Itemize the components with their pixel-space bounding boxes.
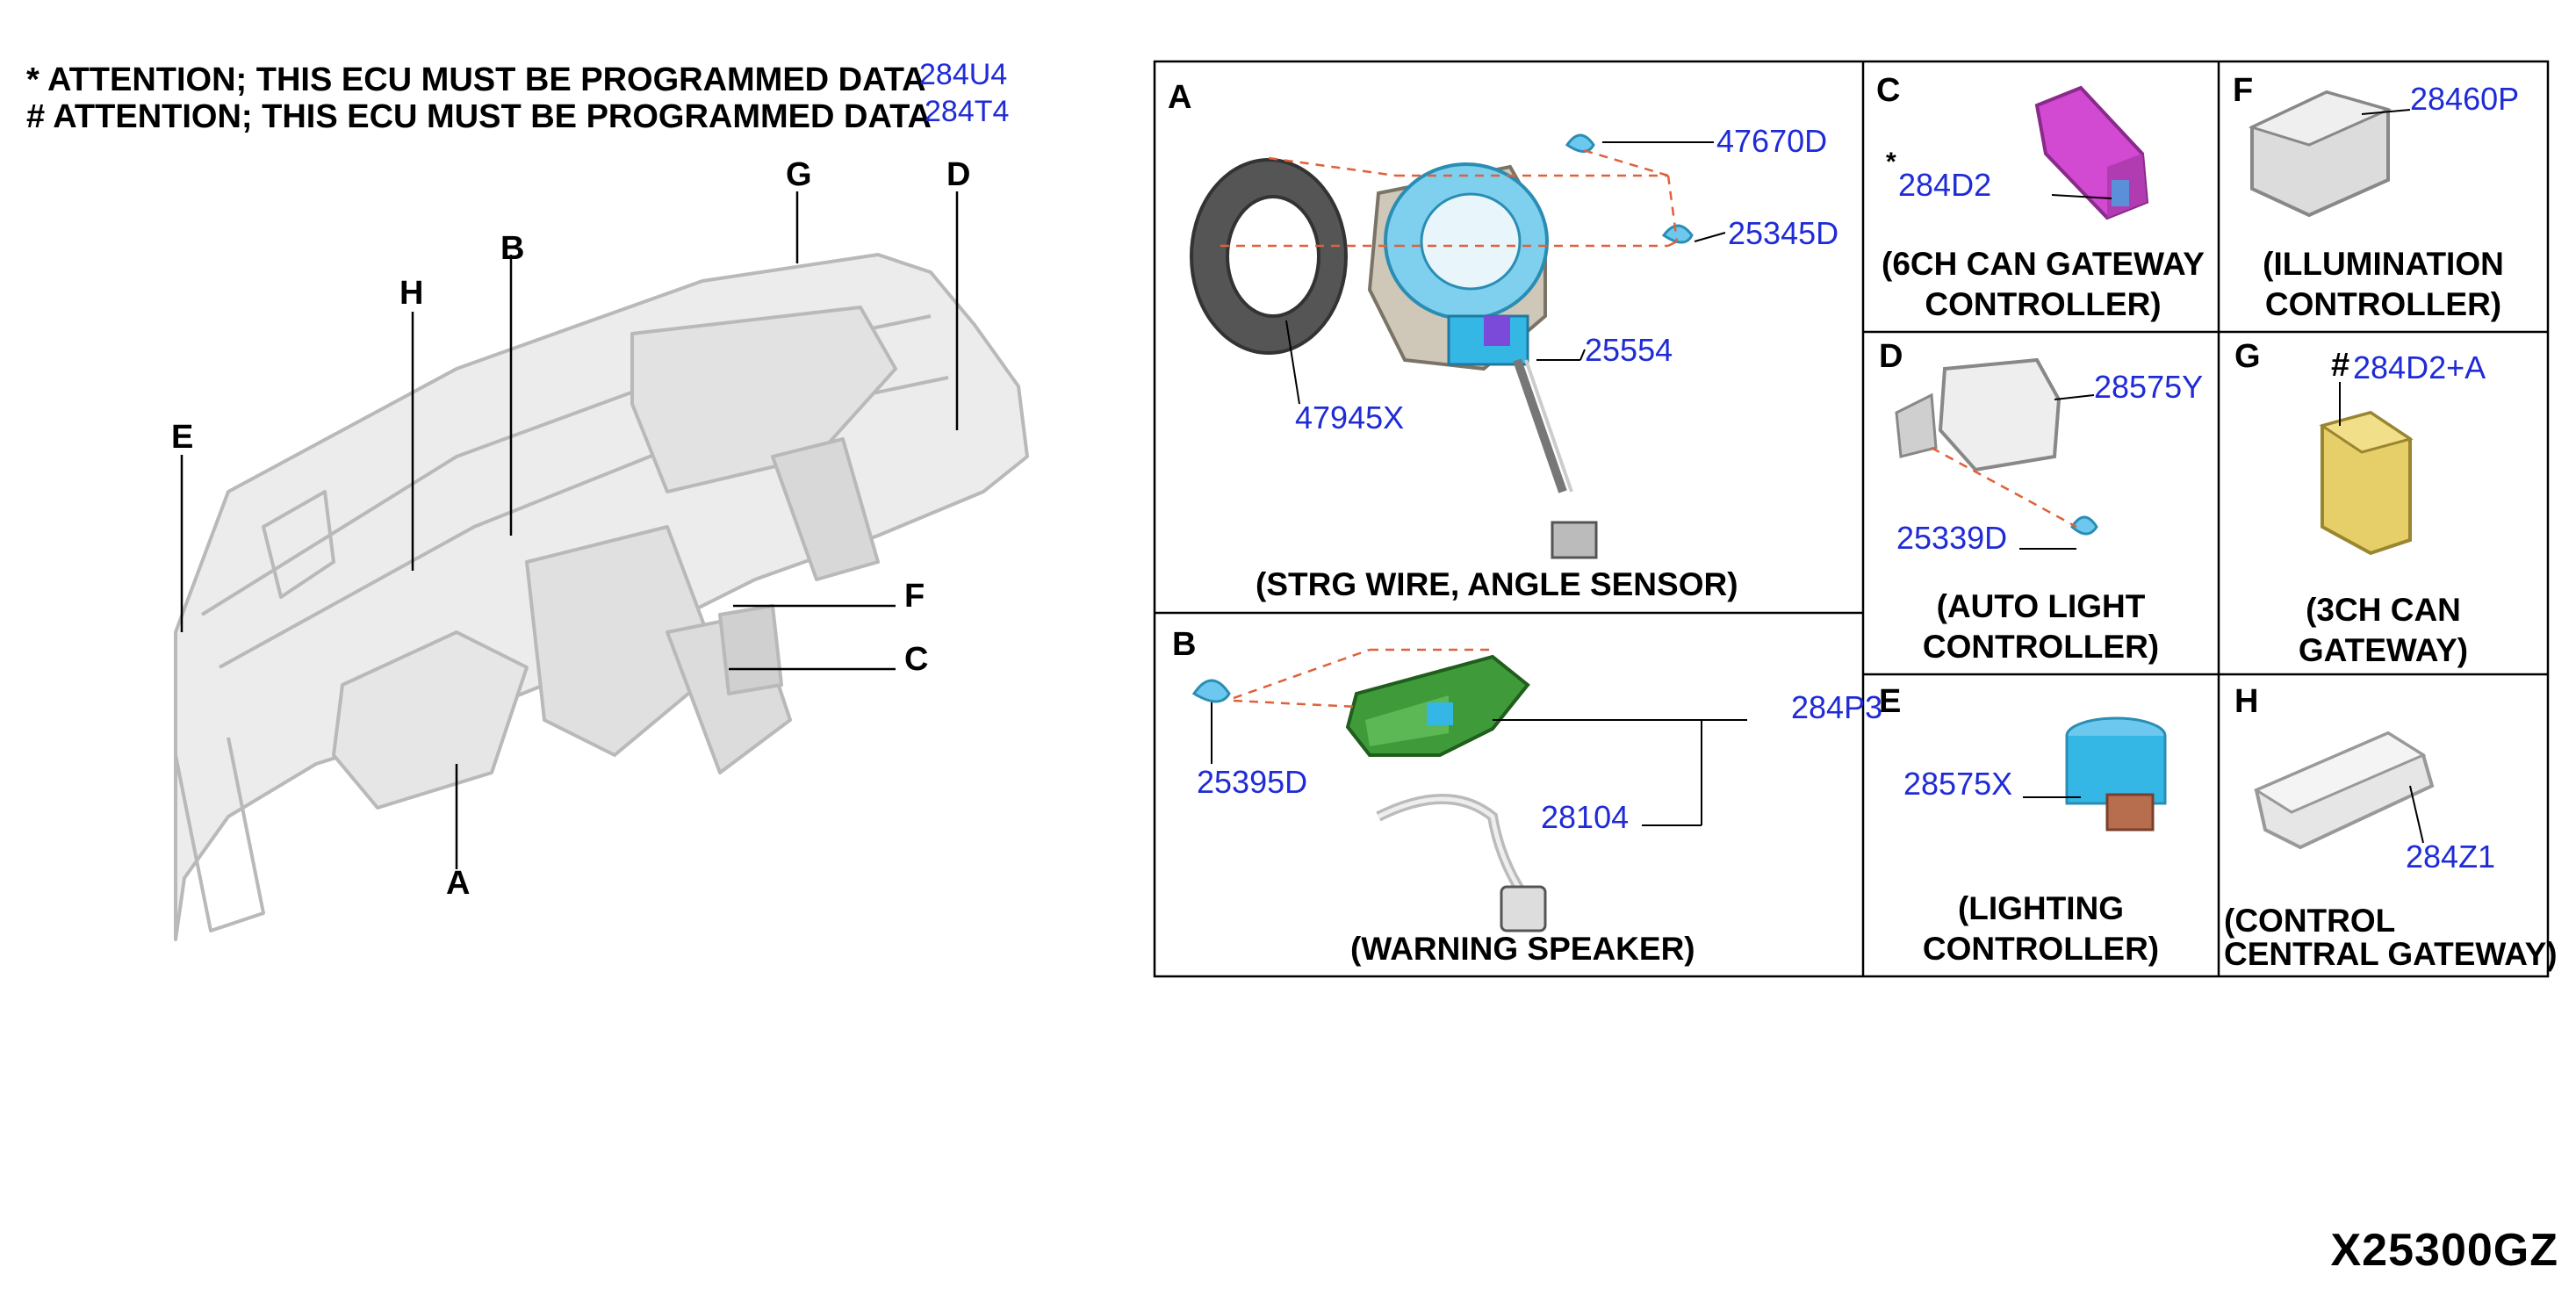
note-hash: # ATTENTION; THIS ECU MUST BE PROGRAMMED…	[26, 95, 1009, 135]
caption-line: (AUTO LIGHT	[1936, 588, 2146, 624]
panel-d-drawing	[1895, 357, 2098, 550]
part-47945x: 47945X	[1295, 400, 1405, 436]
part-25339d: 25339D	[1896, 520, 2008, 556]
caption-line: CONTROLLER)	[1925, 286, 2162, 322]
panel-f-caption: (ILLUMINATION CONTROLLER)	[2219, 244, 2548, 325]
note-marker: #	[26, 98, 46, 135]
panel-c-marker: *	[1886, 148, 1896, 176]
panel-g-letter: G	[2234, 338, 2261, 375]
part-284d2-a: 284D2+A	[2353, 349, 2486, 385]
note-text: ATTENTION; THIS ECU MUST BE PROGRAMMED D…	[53, 98, 932, 135]
panel-g-caption: (3CH CAN GATEWAY)	[2219, 590, 2548, 671]
panel-grid	[1153, 60, 2550, 978]
note-marker: *	[26, 61, 40, 98]
part-47670d: 47670D	[1716, 123, 1828, 159]
callout-h: H	[399, 275, 424, 312]
diagram-id: X25300GZ	[2330, 1225, 2558, 1276]
part-25345d: 25345D	[1728, 215, 1839, 251]
panel-d-caption: (AUTO LIGHT CONTROLLER)	[1863, 587, 2219, 667]
panel-h-caption: (CONTROL CENTRAL GATEWAY)	[2224, 904, 2558, 971]
panel-g-marker: #	[2331, 347, 2350, 384]
note-text: ATTENTION; THIS ECU MUST BE PROGRAMMED D…	[47, 61, 926, 98]
part-28575x: 28575X	[1903, 766, 2013, 802]
panel-e-caption: (LIGHTING CONTROLLER)	[1863, 889, 2219, 969]
caption-line: GATEWAY)	[2298, 632, 2469, 668]
part-28104: 28104	[1541, 799, 1630, 835]
panel-b-letter: B	[1172, 626, 1197, 663]
caption-line: (CONTROL	[2224, 903, 2396, 939]
caption-line: (6CH CAN GATEWAY	[1882, 246, 2205, 282]
panel-c-drawing	[2034, 85, 2149, 220]
callout-g: G	[786, 156, 812, 193]
attention-notes: * ATTENTION; THIS ECU MUST BE PROGRAMMED…	[26, 58, 1009, 135]
part-284p3: 284P3	[1791, 689, 1883, 725]
panel-c-letter: C	[1876, 72, 1901, 109]
part-284z1: 284Z1	[2406, 839, 2496, 875]
callout-c: C	[904, 641, 929, 678]
part-25395d: 25395D	[1197, 764, 1308, 800]
note-star: * ATTENTION; THIS ECU MUST BE PROGRAMMED…	[26, 58, 1007, 98]
caption-line: (LIGHTING	[1957, 890, 2125, 926]
caption-line: CONTROLLER)	[1922, 931, 2160, 967]
callout-b: B	[500, 230, 525, 267]
callout-f: F	[904, 578, 925, 615]
panel-a-drawing	[1190, 133, 1726, 559]
panel-f-letter: F	[2233, 72, 2254, 109]
panel-b-caption: (WARNING SPEAKER)	[1350, 931, 1695, 967]
panel-h-letter: H	[2234, 683, 2259, 720]
caption-line: CONTROLLER)	[1922, 629, 2160, 665]
part-25554: 25554	[1585, 332, 1673, 368]
caption-line: CENTRAL GATEWAY)	[2224, 936, 2558, 972]
panel-b-drawing	[1191, 648, 1747, 932]
overview-leader-lines	[180, 191, 959, 869]
panel-a-caption: (STRG WIRE, ANGLE SENSOR)	[1256, 566, 1738, 602]
panel-e-drawing	[2023, 716, 2167, 831]
panel-e-letter: E	[1879, 683, 1902, 720]
part-28575y: 28575Y	[2094, 369, 2204, 405]
caption-line: (ILLUMINATION	[2263, 246, 2504, 282]
panel-f-drawing	[2248, 90, 2411, 218]
dashboard-illustration	[174, 253, 1029, 941]
note-code: 284T4	[925, 95, 1010, 128]
caption-line: CONTROLLER)	[2264, 286, 2502, 322]
part-28460p: 28460P	[2410, 81, 2520, 117]
callout-d: D	[946, 156, 971, 193]
part-284d2: 284D2	[1898, 167, 1992, 203]
panel-h-drawing	[2253, 731, 2435, 850]
panel-d-letter: D	[1879, 338, 1903, 375]
panel-c-caption: (6CH CAN GATEWAY CONTROLLER)	[1877, 244, 2209, 325]
callout-e: E	[171, 419, 194, 456]
callout-a: A	[446, 865, 471, 902]
note-code: 284U4	[919, 58, 1008, 91]
panel-g-drawing	[2319, 382, 2414, 556]
caption-line: (3CH CAN	[2306, 592, 2461, 628]
panel-a-letter: A	[1168, 79, 1192, 116]
